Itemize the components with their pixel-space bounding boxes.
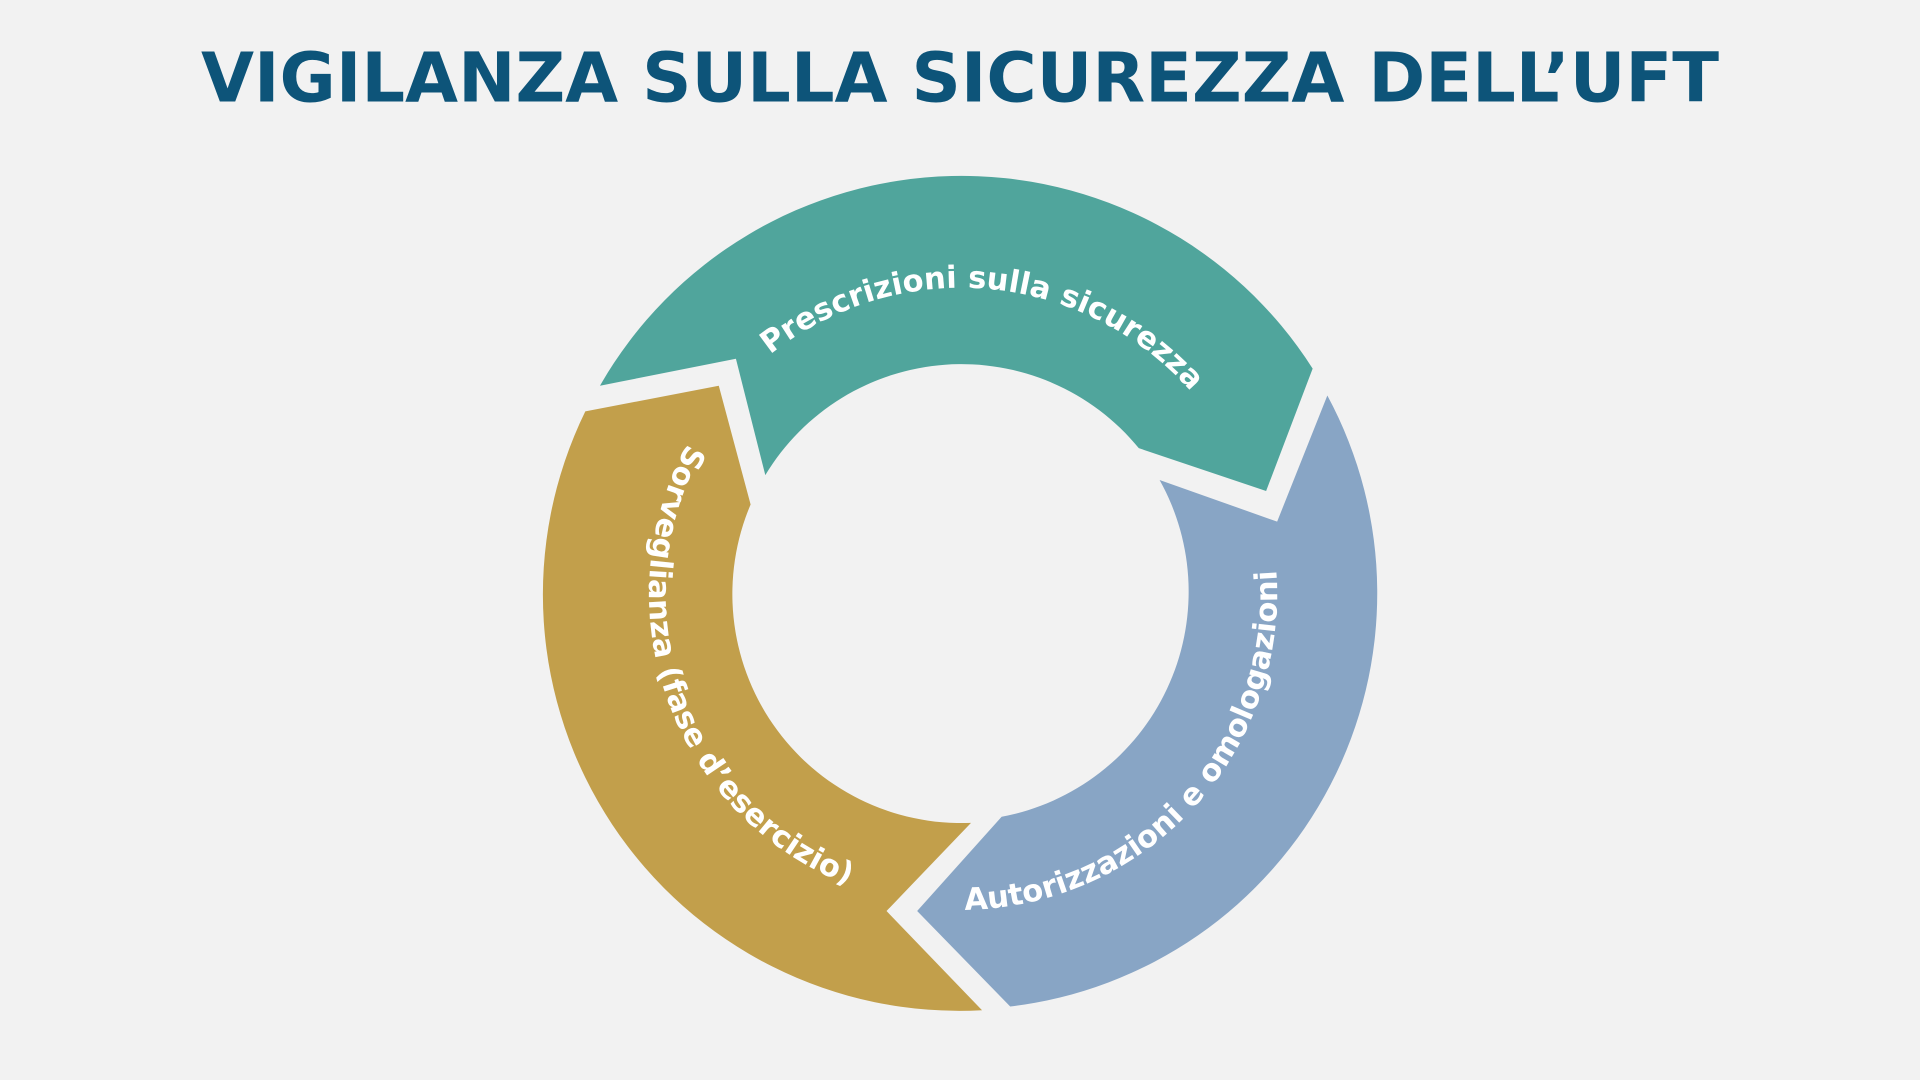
diagram-title: VIGILANZA SULLA SICUREZZA DELL’UFT bbox=[201, 39, 1719, 119]
arrow-segment-sorveglianza bbox=[542, 385, 983, 1011]
arrow-segment-prescrizioni bbox=[600, 175, 1313, 492]
arrow-segment-autorizzazioni bbox=[917, 395, 1378, 1007]
